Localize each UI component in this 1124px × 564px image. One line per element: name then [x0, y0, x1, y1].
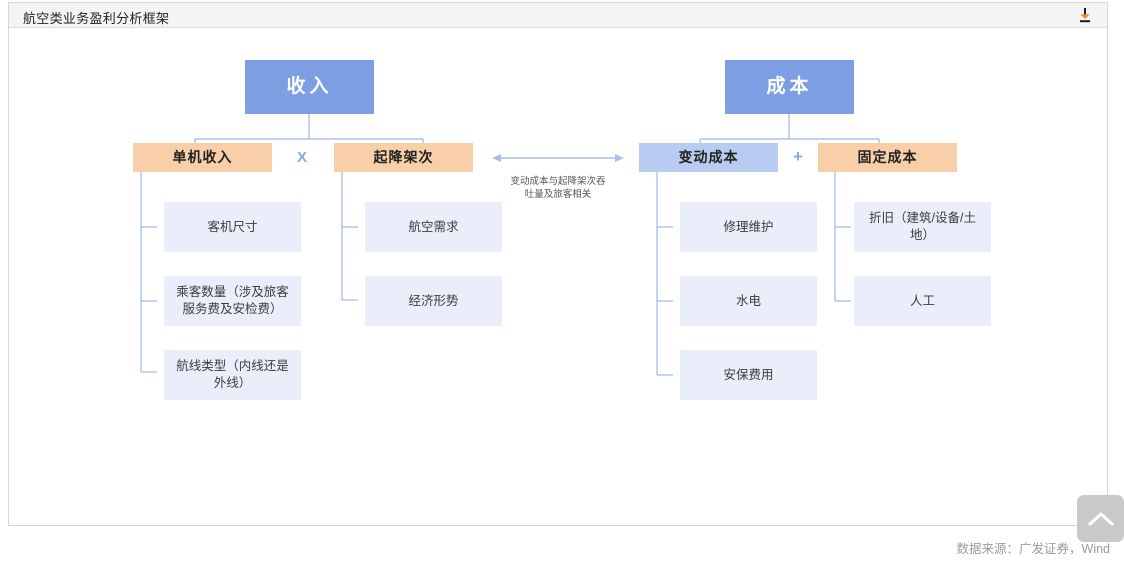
node-fixed-cost[interactable]: 固定成本: [818, 143, 957, 172]
leaf-passenger-count[interactable]: 乘客数量（涉及旅客服务费及安检费）: [164, 276, 301, 326]
leaf-depreciation-label: 折旧（建筑/设备/土地）: [869, 211, 976, 242]
node-fixed-cost-label: 固定成本: [857, 149, 918, 166]
link-annotation-line1: 变动成本与起降架次吞: [510, 176, 606, 187]
diagram-canvas: 收入 单机收入 X 起降架次 客机尺寸 乘客数量（涉及旅客服务费及安检费） 航线…: [9, 29, 1107, 525]
leaf-labor-label: 人工: [909, 293, 935, 308]
leaf-security-cost-label: 安保费用: [723, 367, 774, 382]
leaf-maintenance[interactable]: 修理维护: [680, 202, 817, 252]
link-annotation-line2: 吐量及旅客相关: [524, 188, 592, 200]
card-titlebar: 航空类业务盈利分析框架: [9, 3, 1107, 28]
node-unit-revenue[interactable]: 单机收入: [133, 143, 272, 172]
node-variable-cost-label: 变动成本: [678, 149, 739, 166]
leaf-aviation-demand[interactable]: 航空需求: [365, 202, 502, 252]
page-title: 航空类业务盈利分析框架: [23, 11, 170, 26]
leaf-utilities[interactable]: 水电: [680, 276, 817, 326]
node-variable-cost[interactable]: 变动成本: [639, 143, 778, 172]
leaf-passenger-count-label: 乘客数量（涉及旅客服务费及安检费）: [176, 285, 289, 316]
chevron-up-icon: [1087, 511, 1114, 526]
leaf-route-type-label: 航线类型（内线还是外线）: [176, 359, 289, 390]
link-annotation: 变动成本与起降架次吞 吐量及旅客相关: [488, 176, 628, 202]
leaf-aviation-demand-label: 航空需求: [408, 219, 459, 234]
leaf-aircraft-size-label: 客机尺寸: [207, 219, 258, 234]
connector-lines: [140, 114, 880, 376]
node-revenue[interactable]: 收入: [245, 60, 374, 114]
data-source-note: 数据来源：广发证券，Wind: [956, 542, 1110, 556]
node-revenue-label: 收入: [286, 76, 333, 98]
leaf-economic-situation-label: 经济形势: [408, 293, 459, 308]
operator-plus-label: +: [793, 147, 803, 166]
leaf-economic-situation[interactable]: 经济形势: [365, 276, 502, 326]
chart-card: 航空类业务盈利分析框架: [8, 2, 1108, 526]
node-cost-label: 成本: [766, 76, 813, 98]
leaf-security-cost[interactable]: 安保费用: [680, 350, 817, 400]
node-unit-revenue-label: 单机收入: [172, 149, 233, 166]
node-cost[interactable]: 成本: [725, 60, 854, 114]
download-icon[interactable]: [1077, 7, 1093, 24]
leaf-utilities-label: 水电: [735, 293, 761, 308]
leaf-depreciation[interactable]: 折旧（建筑/设备/土地）: [854, 202, 991, 252]
leaf-labor[interactable]: 人工: [854, 276, 991, 326]
node-takeoff-landing[interactable]: 起降架次: [334, 143, 473, 172]
back-to-top-button[interactable]: [1077, 495, 1124, 542]
leaf-maintenance-label: 修理维护: [723, 219, 774, 234]
node-takeoff-landing-label: 起降架次: [373, 149, 434, 166]
leaf-aircraft-size[interactable]: 客机尺寸: [164, 202, 301, 252]
bidirectional-arrow: [492, 154, 624, 162]
operator-plus: +: [787, 146, 809, 168]
operator-multiply: X: [291, 146, 313, 168]
operator-multiply-label: X: [296, 148, 307, 166]
leaf-route-type[interactable]: 航线类型（内线还是外线）: [164, 350, 301, 400]
